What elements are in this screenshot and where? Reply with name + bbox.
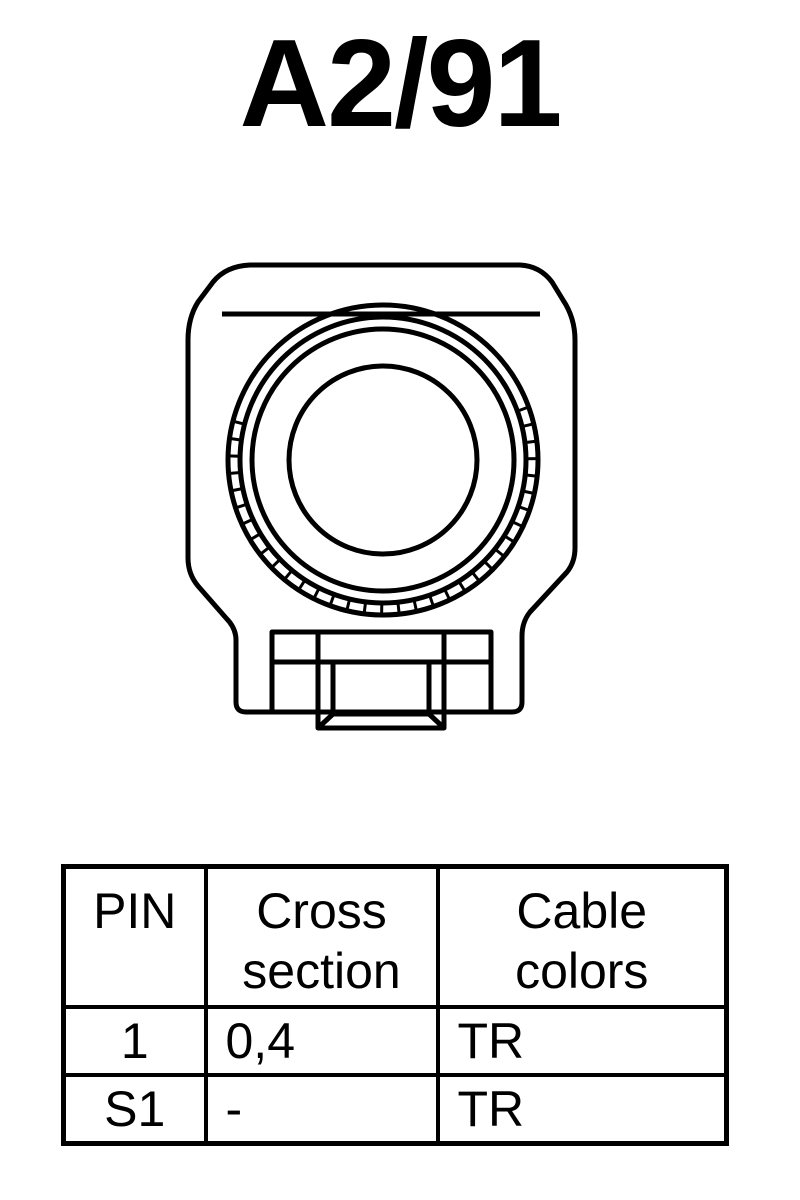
knurl-tick (232, 419, 245, 426)
cross-section-cell: 0,4 (203, 1004, 440, 1077)
knurl-tick (428, 594, 435, 608)
housing-outline (185, 262, 578, 715)
knurl-tick (283, 569, 294, 581)
knurl-tick (241, 517, 254, 526)
latch-outer (269, 629, 494, 715)
connector-title: A2/91 (239, 15, 563, 153)
header-pin: PIN (61, 864, 208, 1009)
knurl-tick (297, 579, 307, 591)
pin-cell: 1 (61, 1004, 208, 1077)
cable-color-cell: TR (435, 1072, 729, 1145)
header-cable-colors: Cable colors (435, 864, 729, 1009)
knurl-tick (517, 505, 531, 512)
latch-window (330, 659, 432, 717)
knurl-tick (229, 436, 242, 442)
knurl-tick (228, 471, 241, 475)
knurl-tick (328, 593, 336, 607)
knurl-tick (312, 587, 321, 600)
knurl-tick (524, 439, 537, 445)
knurl-tick (493, 547, 506, 558)
knurl-tick (521, 422, 535, 429)
cable-color-cell: TR (435, 1004, 729, 1077)
knurl-tick (457, 580, 467, 593)
cross-section-cell: - (203, 1072, 440, 1145)
knurl-tick (235, 502, 248, 510)
knurl-tick (516, 405, 530, 413)
middle-ring (249, 326, 517, 594)
knurl-inner-ring (237, 314, 529, 606)
knurl-tick (412, 599, 418, 612)
knurl-tick (522, 489, 535, 495)
knurl-tick (345, 598, 352, 612)
knurl-tick (525, 473, 538, 478)
knurl-tick (259, 545, 271, 556)
knurl-tick (249, 532, 262, 542)
knurl-tick (230, 487, 244, 493)
knurl-tick (396, 602, 401, 615)
header-cross-section: Cross section (203, 864, 440, 1009)
knurl-tick (503, 534, 516, 544)
knurl-tick (483, 560, 494, 571)
pin-cell: S1 (61, 1072, 208, 1145)
table-header-row: PIN Cross section Cable colors (61, 864, 729, 1009)
latch-tab (315, 629, 447, 731)
inner-ring (286, 363, 480, 557)
pin-table: PIN Cross section Cable colors 1 0,4 TR … (61, 864, 729, 1146)
table-row: S1 - TR (61, 1072, 729, 1145)
knurl-tick (511, 520, 524, 529)
knurl-tick (270, 558, 282, 569)
connector-drawing (185, 262, 578, 731)
knurl-tick (362, 601, 368, 614)
knurl-tick (443, 588, 452, 601)
knurl-ticks (228, 405, 539, 616)
knurl-tick (470, 570, 481, 583)
table-row: 1 0,4 TR (61, 1004, 729, 1077)
